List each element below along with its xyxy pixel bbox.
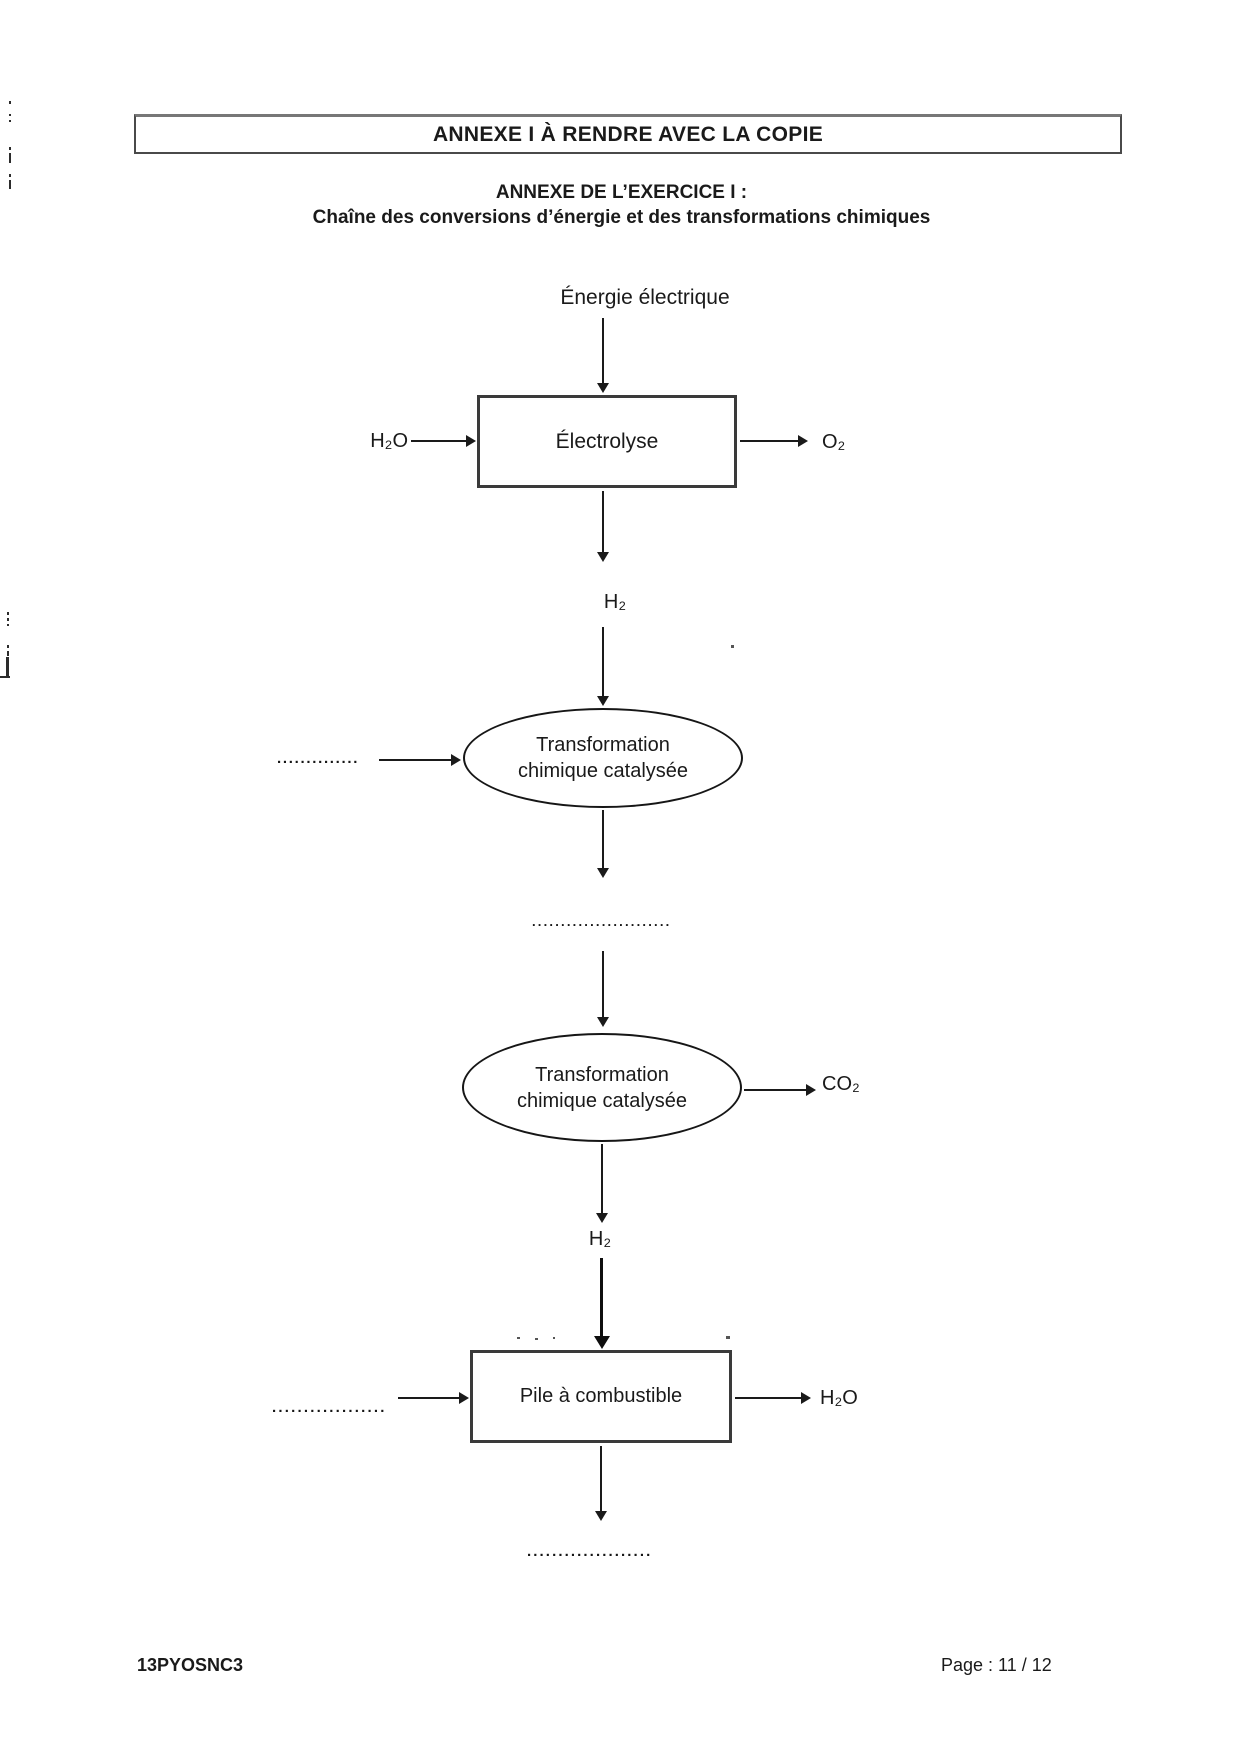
annexe-header-box: ANNEXE I À RENDRE AVEC LA COPIE (134, 114, 1122, 154)
electric-energy-label: Énergie électrique (560, 286, 730, 309)
chain-subtitle: Chaîne des conversions d’énergie et des … (312, 207, 931, 228)
electrolysis-label: Électrolyse (555, 429, 659, 453)
transformation2-label-line1: Transformation (535, 1063, 669, 1086)
electrolysis-box: Électrolyse (477, 395, 737, 488)
reactant2-placeholder: .................. (272, 1399, 387, 1416)
transformation2-label-line2: chimique catalysée (516, 1089, 688, 1112)
hydrogen-label-1: H₂ (603, 591, 627, 613)
final-placeholder: .................... (527, 1543, 653, 1560)
hydrogen-to-transformation1-arrow (602, 627, 604, 696)
footer-reference-code: 13PYOSNC3 (137, 1655, 244, 1675)
hydrogen-to-fuelcell-arrow (600, 1258, 603, 1336)
water-out-label: H₂O (820, 1387, 858, 1409)
oxygen-out-arrow (740, 440, 798, 442)
co2-out-arrow (744, 1089, 806, 1091)
transformation2-ellipse: Transformation chimique catalysée (462, 1033, 742, 1142)
fuel-cell-label: Pile à combustible (519, 1385, 683, 1407)
co2-out-label: CO₂ (822, 1073, 860, 1095)
energy-to-electrolysis-arrow (602, 318, 604, 383)
electrolysis-to-hydrogen-arrow (602, 491, 604, 552)
oxygen-out-label: O₂ (822, 431, 846, 453)
intermediate-to-transformation2-arrow (602, 951, 604, 1017)
transformation1-label-line2: chimique catalysée (517, 760, 689, 782)
footer-page-number: Page : 11 / 12 (941, 1655, 1052, 1675)
intermediate-placeholder: ........................ (532, 914, 672, 929)
fuel-cell-box: Pile à combustible (470, 1350, 732, 1443)
transformation2-to-hydrogen-arrow (601, 1144, 603, 1213)
reactant2-arrow (398, 1397, 459, 1399)
annexe-header-title: ANNEXE I À RENDRE AVEC LA COPIE (432, 122, 824, 146)
exercise-subtitle: ANNEXE DE L’EXERCICE I : (495, 182, 748, 203)
water-in-arrow (411, 440, 466, 442)
hydrogen-label-2: H₂ (588, 1228, 612, 1250)
reactant1-placeholder: .............. (277, 750, 360, 767)
reactant1-arrow (379, 759, 451, 761)
fuelcell-output-arrow (600, 1446, 602, 1511)
transformation1-output-arrow (602, 810, 604, 868)
transformation1-label-line1: Transformation (536, 734, 670, 756)
water-in-label: H₂O (370, 430, 408, 452)
transformation1-ellipse: Transformation chimique catalysée (463, 708, 743, 808)
water-out-arrow (735, 1397, 801, 1399)
